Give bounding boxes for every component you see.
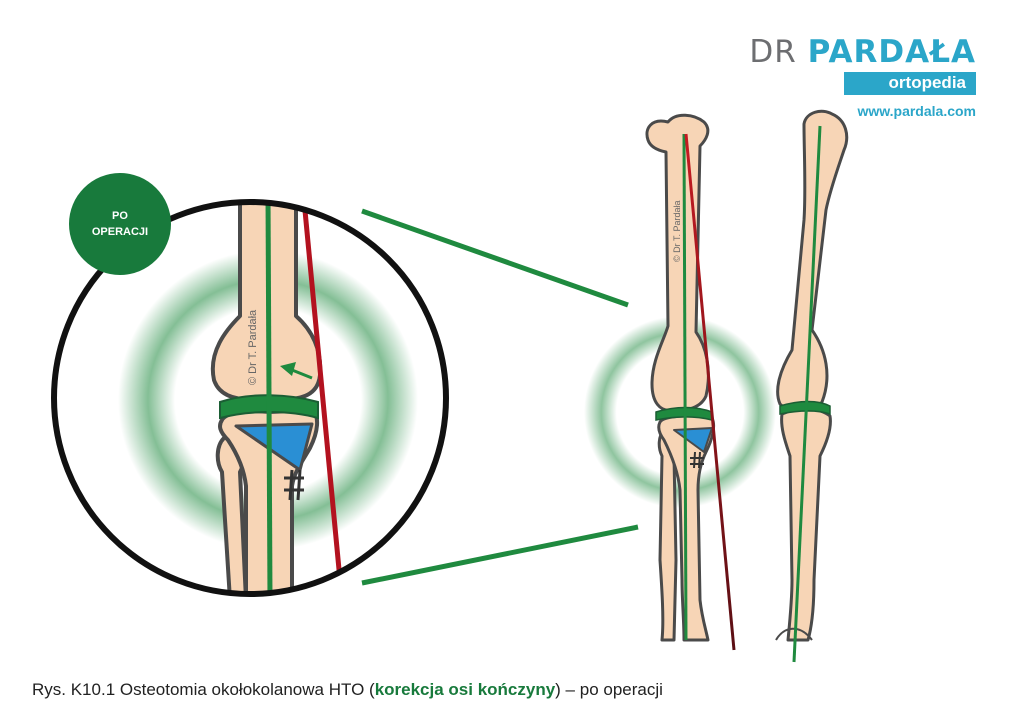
femur — [645, 113, 710, 413]
caption-highlight: korekcja osi kończyny — [374, 680, 556, 699]
correction-arrow — [291, 368, 313, 380]
copyright-zoom: © Dr T. Pardała — [247, 309, 259, 385]
mechanical-axis — [682, 133, 688, 641]
preop-axis-zoom — [301, 202, 343, 581]
zoom-connector-top — [361, 208, 629, 308]
caption-after: ) – po operacji — [555, 680, 663, 699]
brand-name: DR PARDAŁA — [716, 34, 976, 70]
badge-line-2: OPERACJI — [91, 226, 149, 238]
brand-prefix: DR — [749, 34, 797, 70]
badge-line-1: PO — [112, 210, 128, 222]
brand-logo: DR PARDAŁA ortopedia www.pardala.com — [716, 34, 976, 119]
zoom-frame — [51, 199, 449, 597]
figure-caption: Rys. K10.1 Osteotomia okołokolanowa HTO … — [32, 680, 663, 700]
brand-url: www.pardala.com — [857, 103, 976, 119]
brand-tagline: ortopedia — [844, 72, 976, 95]
full-leg-lateral — [775, 109, 849, 663]
fixation-mark-zoom — [284, 469, 304, 501]
ankle-lateral — [775, 627, 813, 641]
osteotomy-wedge — [673, 427, 713, 453]
zoom-connector-bottom — [361, 524, 639, 586]
fixation-mark — [690, 451, 704, 469]
magnified-knee-view: © Dr T. Pardała — [51, 199, 449, 597]
copyright-leg: © Dr T. Pardała — [672, 201, 682, 263]
full-leg-frontal: © Dr T. Pardała — [584, 113, 776, 651]
mechanical-axis-lateral — [792, 125, 822, 663]
tibia-lateral — [780, 407, 832, 642]
brand-surname: PARDAŁA — [807, 34, 976, 70]
correction-arrowhead — [280, 362, 296, 376]
caption-before: Rys. K10.1 Osteotomia okołokolanowa HTO … — [32, 680, 375, 699]
preop-axis — [684, 133, 736, 651]
post-op-badge: PO OPERACJI — [69, 173, 171, 275]
mechanical-axis-zoom — [265, 202, 273, 594]
